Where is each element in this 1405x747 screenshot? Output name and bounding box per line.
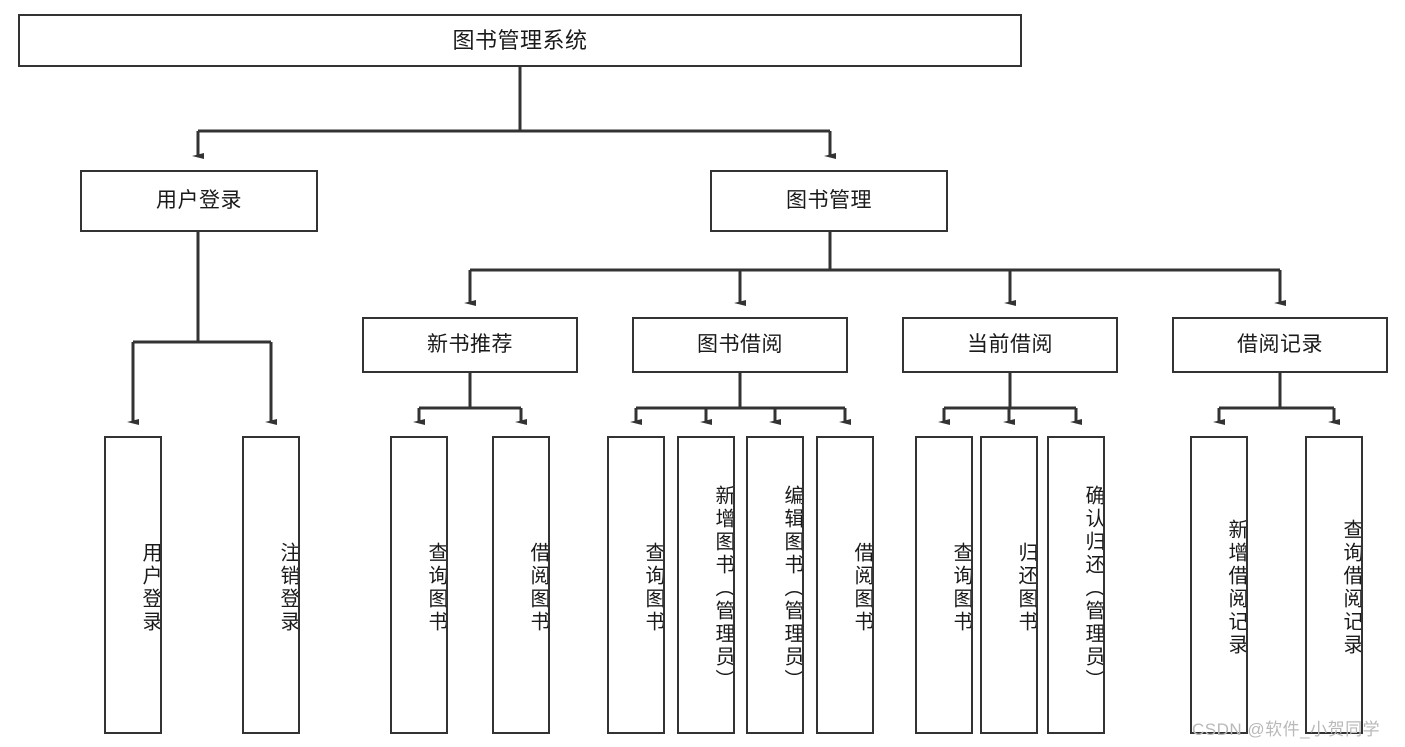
node-book-borrow-label: 图书借阅 — [697, 332, 783, 356]
leaf-edit-book-label: 编辑图书（管理员） — [781, 484, 803, 692]
node-current-borrow[interactable]: 当前借阅 — [902, 317, 1118, 373]
node-current-borrow-label: 当前借阅 — [967, 332, 1053, 356]
leaf-add-record[interactable]: 新增借阅记录 — [1190, 436, 1248, 734]
leaf-return-book-label: 归还图书 — [1015, 542, 1037, 634]
leaf-query-book-3[interactable]: 查询图书 — [915, 436, 973, 734]
leaf-borrow-book-1-label: 借阅图书 — [527, 542, 549, 634]
leaf-return-book[interactable]: 归还图书 — [980, 436, 1038, 734]
node-borrow-record-label: 借阅记录 — [1237, 332, 1323, 356]
node-root-label: 图书管理系统 — [452, 27, 588, 53]
leaf-confirm-return[interactable]: 确认归还（管理员） — [1047, 436, 1105, 734]
leaf-user-login[interactable]: 用户登录 — [104, 436, 162, 734]
leaf-borrow-book-2-label: 借阅图书 — [851, 542, 873, 634]
leaf-query-record-label: 查询借阅记录 — [1340, 519, 1362, 657]
node-book-manage-label: 图书管理 — [786, 188, 872, 212]
leaf-query-book-1-label: 查询图书 — [425, 542, 447, 634]
node-root[interactable]: 图书管理系统 — [18, 14, 1022, 67]
leaf-logout-login[interactable]: 注销登录 — [242, 436, 300, 734]
node-new-book-recommend-label: 新书推荐 — [427, 332, 513, 356]
leaf-logout-login-label: 注销登录 — [277, 542, 299, 634]
leaf-add-book-label: 新增图书（管理员） — [712, 484, 734, 692]
leaf-query-book-3-label: 查询图书 — [950, 542, 972, 634]
node-new-book-recommend[interactable]: 新书推荐 — [362, 317, 578, 373]
node-book-manage[interactable]: 图书管理 — [710, 170, 948, 232]
leaf-query-book-1[interactable]: 查询图书 — [390, 436, 448, 734]
leaf-query-book-2-label: 查询图书 — [642, 542, 664, 634]
leaf-borrow-book-2[interactable]: 借阅图书 — [816, 436, 874, 734]
node-user-login-label: 用户登录 — [156, 188, 242, 212]
leaf-user-login-label: 用户登录 — [139, 542, 161, 634]
leaf-query-book-2[interactable]: 查询图书 — [607, 436, 665, 734]
node-borrow-record[interactable]: 借阅记录 — [1172, 317, 1388, 373]
leaf-add-record-label: 新增借阅记录 — [1225, 519, 1247, 657]
node-book-borrow[interactable]: 图书借阅 — [632, 317, 848, 373]
leaf-add-book[interactable]: 新增图书（管理员） — [677, 436, 735, 734]
leaf-borrow-book-1[interactable]: 借阅图书 — [492, 436, 550, 734]
leaf-confirm-return-label: 确认归还（管理员） — [1082, 484, 1104, 692]
node-user-login[interactable]: 用户登录 — [80, 170, 318, 232]
leaf-edit-book[interactable]: 编辑图书（管理员） — [746, 436, 804, 734]
leaf-query-record[interactable]: 查询借阅记录 — [1305, 436, 1363, 734]
csdn-watermark: CSDN @软件_小贺同学 — [1192, 720, 1381, 739]
